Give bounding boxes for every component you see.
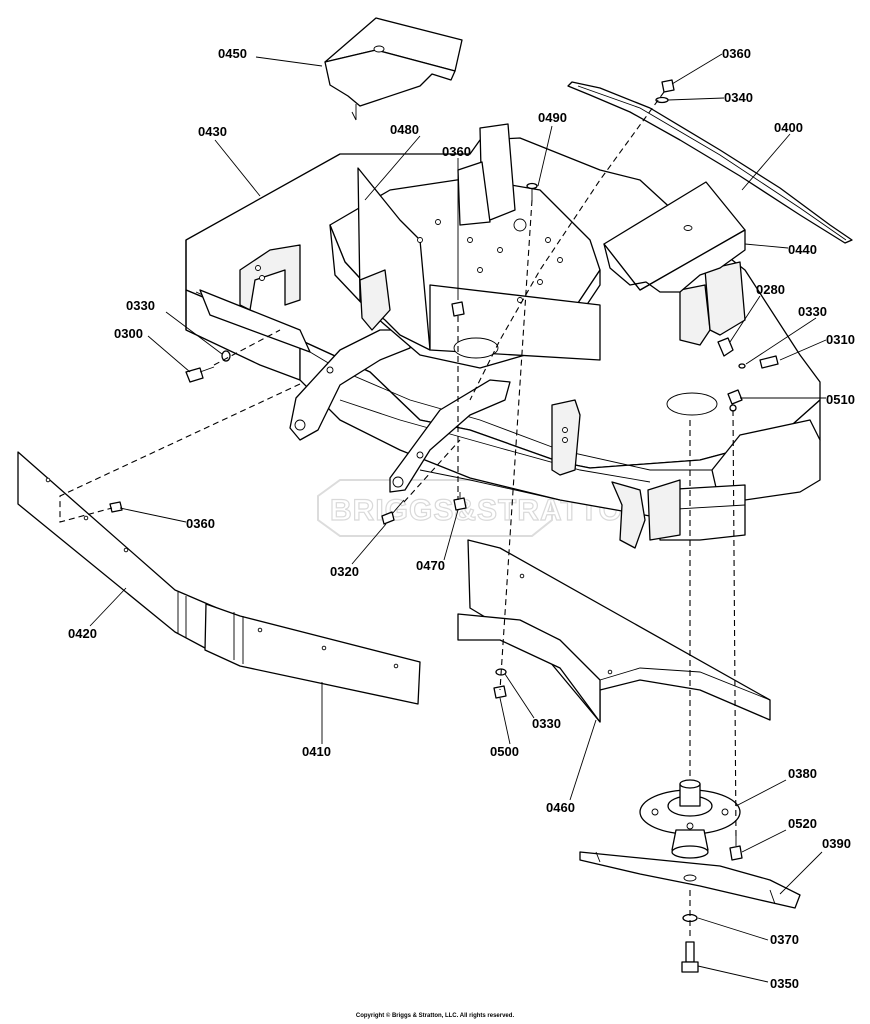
hardware-bolt-0490 bbox=[526, 182, 538, 200]
assembly-lines bbox=[59, 91, 737, 940]
part-wheel-bracket-right bbox=[611, 479, 681, 549]
callouts: 0450 0360 0340 0430 0480 0360 0490 0400 … bbox=[68, 46, 855, 991]
callout-0450: 0450 bbox=[218, 46, 247, 61]
part-0440-cover bbox=[603, 181, 746, 293]
part-0450-shield bbox=[324, 17, 463, 121]
callout-0370: 0370 bbox=[770, 932, 799, 947]
callout-0510: 0510 bbox=[826, 392, 855, 407]
callout-0400: 0400 bbox=[774, 120, 803, 135]
hardware-nut-0360-left bbox=[109, 501, 123, 513]
hardware-washer-0330-left bbox=[221, 350, 231, 362]
callout-0360-left: 0360 bbox=[186, 516, 215, 531]
hardware-bolt-0300 bbox=[185, 366, 215, 383]
callout-0470: 0470 bbox=[416, 558, 445, 573]
part-rear-post-right bbox=[679, 261, 746, 346]
part-front-arm-left bbox=[289, 329, 411, 441]
callout-0410: 0410 bbox=[302, 744, 331, 759]
callout-0330-bottom: 0330 bbox=[532, 716, 561, 731]
callout-0480: 0480 bbox=[390, 122, 419, 137]
part-0460-baffle bbox=[457, 539, 771, 723]
callout-0500: 0500 bbox=[490, 744, 519, 759]
callout-0300: 0300 bbox=[114, 326, 143, 341]
callout-0420: 0420 bbox=[68, 626, 97, 641]
hardware-bolt-0320 bbox=[381, 499, 405, 525]
hardware-bolt-0520 bbox=[729, 836, 743, 861]
part-0410-baffle bbox=[204, 603, 421, 705]
part-0480-mounting-plate bbox=[329, 123, 718, 416]
callout-0280: 0280 bbox=[756, 282, 785, 297]
part-front-arm-right bbox=[389, 379, 511, 493]
leader-lines bbox=[89, 53, 827, 983]
callout-0380: 0380 bbox=[788, 766, 817, 781]
hardware-bolt-0350 bbox=[681, 941, 699, 973]
callout-0430: 0430 bbox=[198, 124, 227, 139]
callout-0350: 0350 bbox=[770, 976, 799, 991]
callout-0360-mid: 0360 bbox=[442, 144, 471, 159]
callout-0440: 0440 bbox=[788, 242, 817, 257]
callout-0390: 0390 bbox=[822, 836, 851, 851]
hardware-nut-0500 bbox=[493, 685, 507, 699]
callout-0340: 0340 bbox=[724, 90, 753, 105]
callout-0460: 0460 bbox=[546, 800, 575, 815]
callout-0310: 0310 bbox=[826, 332, 855, 347]
callout-0520: 0520 bbox=[788, 816, 817, 831]
hardware-bolt-0470 bbox=[453, 492, 467, 511]
part-0390-blade bbox=[579, 851, 801, 909]
callout-0330-left: 0330 bbox=[126, 298, 155, 313]
part-wheel-bracket-center bbox=[551, 399, 581, 476]
callout-0360-top: 0360 bbox=[722, 46, 751, 61]
copyright-notice: Copyright © Briggs & Stratton, LLC. All … bbox=[355, 1013, 515, 1019]
part-0380-spindle bbox=[639, 779, 741, 859]
callout-0330-right: 0330 bbox=[798, 304, 827, 319]
callout-0490: 0490 bbox=[538, 110, 567, 125]
hardware-0280-0330-0310 bbox=[717, 337, 779, 369]
hardware-nut-0360-mid bbox=[451, 301, 465, 317]
hardware-nut-0360-top bbox=[661, 79, 675, 93]
callout-0320: 0320 bbox=[330, 564, 359, 579]
part-0400-belt bbox=[567, 81, 853, 244]
